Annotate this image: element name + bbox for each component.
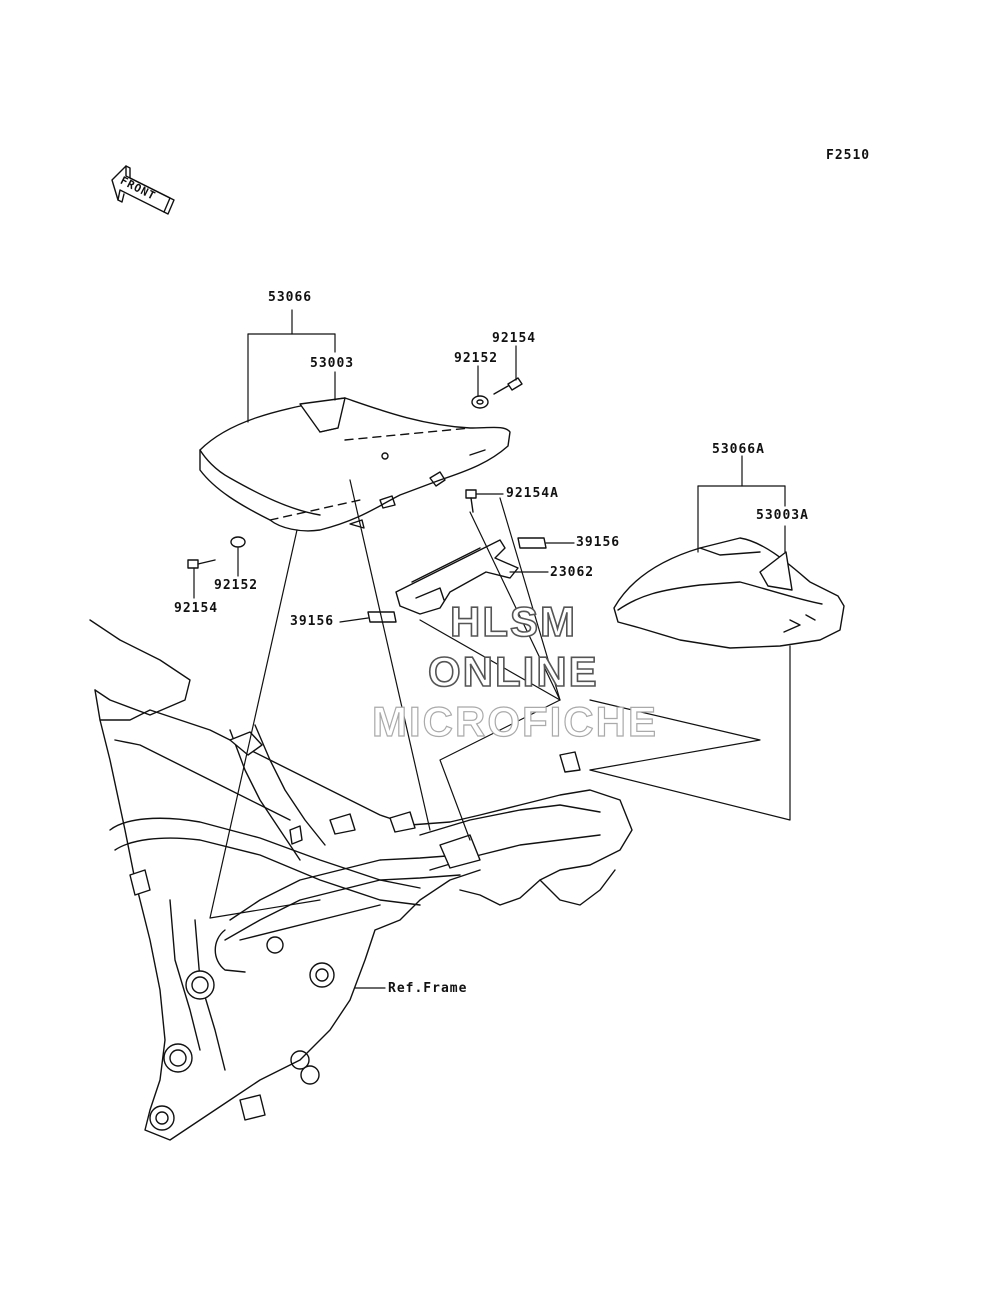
ref-frame-label: Ref.Frame [388, 981, 468, 996]
watermark-line-2: ONLINE [427, 647, 599, 696]
front-seat-shape [199, 397, 511, 532]
part-label-39156-left[interactable]: 39156 [290, 614, 335, 629]
washer-92152-bottom [230, 536, 246, 548]
part-label-23062[interactable]: 23062 [550, 565, 595, 580]
part-label-92152-bottom[interactable]: 92152 [214, 578, 259, 593]
figure-code: F2510 [826, 148, 871, 163]
bolt-92154-bottom [187, 559, 216, 569]
watermark-line-1: HLSM [449, 597, 577, 646]
part-label-92154A[interactable]: 92154A [506, 486, 559, 501]
bracket-23062 [395, 539, 519, 615]
part-label-92152-top[interactable]: 92152 [454, 351, 499, 366]
part-label-92154-bottom[interactable]: 92154 [174, 601, 219, 616]
leader-lines [193, 309, 791, 989]
damper-39156-right [517, 537, 547, 549]
bolt-92154A [465, 489, 477, 513]
damper-39156-left [367, 611, 397, 623]
watermark-line-3: MICROFICHE [371, 697, 658, 745]
washer-92152-top [471, 395, 489, 409]
front-arrow-icon [111, 165, 175, 215]
part-label-39156-right[interactable]: 39156 [576, 535, 621, 550]
part-label-53066A[interactable]: 53066A [712, 442, 765, 457]
seat-cover-shape [613, 537, 845, 649]
part-label-53003[interactable]: 53003 [310, 356, 355, 371]
bolt-92154-top [493, 377, 523, 395]
part-label-53003A[interactable]: 53003A [756, 508, 809, 523]
part-label-53066[interactable]: 53066 [268, 290, 313, 305]
frame-drawing [89, 619, 633, 1141]
part-label-92154-top[interactable]: 92154 [492, 331, 537, 346]
